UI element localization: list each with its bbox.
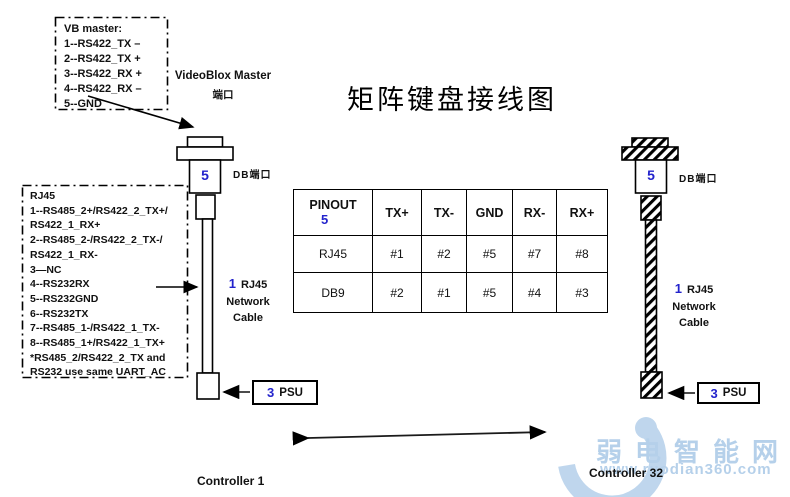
- vb-master-pinout-box: VB master: 1--RS422_TX – 2--RS422_TX + 3…: [55, 17, 167, 110]
- col-header-rxp: RX+: [556, 189, 608, 236]
- page-title: 矩阵键盘接线图: [347, 85, 557, 115]
- vb-line: 5--GND: [64, 98, 102, 110]
- rj45-line: RS232 use same UART_AC: [30, 366, 166, 379]
- videoblox-master-title: VideoBlox Master: [174, 70, 272, 82]
- left-db-connector: [176, 136, 234, 400]
- right-psu-label: PSU: [722, 387, 747, 399]
- rj45-line: 8--RS485_1+/RS422_1_TX+: [30, 337, 165, 350]
- col-header-gnd: GND: [466, 189, 513, 236]
- left-cable-line2: Network: [226, 295, 270, 308]
- rj45-line: 4--RS232RX: [30, 278, 90, 291]
- right-cable-number: 1: [674, 281, 682, 296]
- pinout-header-pin5: 5: [321, 212, 329, 227]
- cell: #4: [512, 272, 557, 313]
- left-rj45-cable: [201, 218, 214, 374]
- table-row-db9: DB9 #2 #1 #5 #4 #3: [293, 272, 608, 313]
- vb-line: 2--RS422_TX +: [64, 53, 141, 65]
- rj45-line: RS422_1_RX+: [30, 219, 101, 232]
- right-connector-pin5: 5: [647, 167, 655, 183]
- rj45-line: 2--RS485_2-/RS422_2_TX-/: [30, 234, 163, 247]
- controller-1-label: Controller 1: [197, 474, 265, 488]
- vb-master-box-border: [54, 16, 169, 111]
- rj45-line: 5--RS232GND: [30, 292, 99, 305]
- left-db-port-label: DB端口: [233, 170, 272, 181]
- cell: #5: [466, 272, 513, 313]
- rj45-line: 6--RS232TX: [30, 307, 89, 320]
- row-label: DB9: [293, 272, 373, 313]
- cell: #3: [556, 272, 608, 313]
- right-psu-number: 3: [710, 385, 718, 401]
- right-rj45-cable: [644, 219, 658, 373]
- vb-line: 1--RS422_TX –: [64, 38, 141, 50]
- pinout-table: PINOUT 5 TX+ TX- GND RX- RX+ RJ45 #1 #2 …: [293, 189, 608, 313]
- left-psu-number: 3: [267, 385, 275, 400]
- row-label: RJ45: [293, 235, 373, 273]
- right-cable-line1: RJ45: [686, 284, 714, 296]
- left-connector-pin5: 5: [201, 167, 209, 183]
- pinout-header-title: PINOUT: [309, 198, 357, 212]
- cell: #2: [372, 272, 422, 313]
- videoblox-port-label: 端口: [212, 89, 234, 101]
- cell: #2: [421, 235, 467, 273]
- col-header-txm: TX-: [421, 189, 467, 236]
- right-cable-end-plug: [640, 371, 663, 399]
- rj45-line: RJ45: [30, 190, 56, 202]
- left-psu-label: PSU: [279, 386, 303, 399]
- watermark-logo: [557, 403, 667, 497]
- left-psu-box: 3 PSU: [252, 380, 318, 405]
- arrow-controller-link: [292, 425, 547, 446]
- rj45-line: 7--RS485_1-/RS422_1_TX-: [30, 322, 160, 335]
- right-db-connector: [621, 137, 679, 399]
- cell: #7: [512, 235, 557, 273]
- right-cable-line3: Cable: [679, 317, 709, 329]
- rj45-line: RS422_1_RX-: [30, 248, 98, 261]
- arrow-vbmaster-to-connector: [87, 95, 195, 130]
- rj45-line: 3—NC: [30, 263, 62, 276]
- right-psu-box: 3 PSU: [697, 382, 760, 404]
- cell: #8: [556, 235, 608, 273]
- rj45-line: *RS485_2/RS422_2_TX and: [30, 351, 166, 364]
- controller-32-label: Controller 32: [589, 466, 664, 480]
- left-cable-end-plug: [196, 372, 220, 400]
- rj45-pinout-box: RJ45 1--RS485_2+/RS422_2_TX+/ RS422_1_RX…: [22, 185, 187, 379]
- vb-line: 4--RS422_RX –: [64, 83, 142, 95]
- cell: #1: [421, 272, 467, 313]
- left-cable-line1: RJ45: [240, 279, 268, 291]
- videoblox-master-label: VideoBlox Master 端口: [172, 70, 274, 102]
- left-cable-line3: Cable: [233, 312, 263, 324]
- vb-line: VB master:: [64, 23, 123, 35]
- watermark-site-name: 弱电智能网: [596, 437, 790, 467]
- left-cable-number: 1: [228, 276, 236, 291]
- cell: #5: [466, 235, 513, 273]
- right-cable-line2: Network: [672, 300, 716, 313]
- right-db-port-label: DB端口: [679, 174, 718, 185]
- pinout-header-cell: PINOUT 5: [293, 189, 373, 236]
- col-header-rxm: RX-: [512, 189, 557, 236]
- table-row-rj45: RJ45 #1 #2 #5 #7 #8: [293, 235, 608, 273]
- left-cable-label: 1 RJ45 Network Cable: [217, 276, 279, 327]
- col-header-txp: TX+: [372, 189, 422, 236]
- rj45-line: 1--RS485_2+/RS422_2_TX+/: [30, 204, 168, 217]
- watermark-url: www.ruodian360.com: [600, 461, 772, 478]
- vb-line: 3--RS422_RX +: [64, 68, 142, 80]
- right-cable-label: 1 RJ45 Network Cable: [663, 281, 725, 332]
- cell: #1: [372, 235, 422, 273]
